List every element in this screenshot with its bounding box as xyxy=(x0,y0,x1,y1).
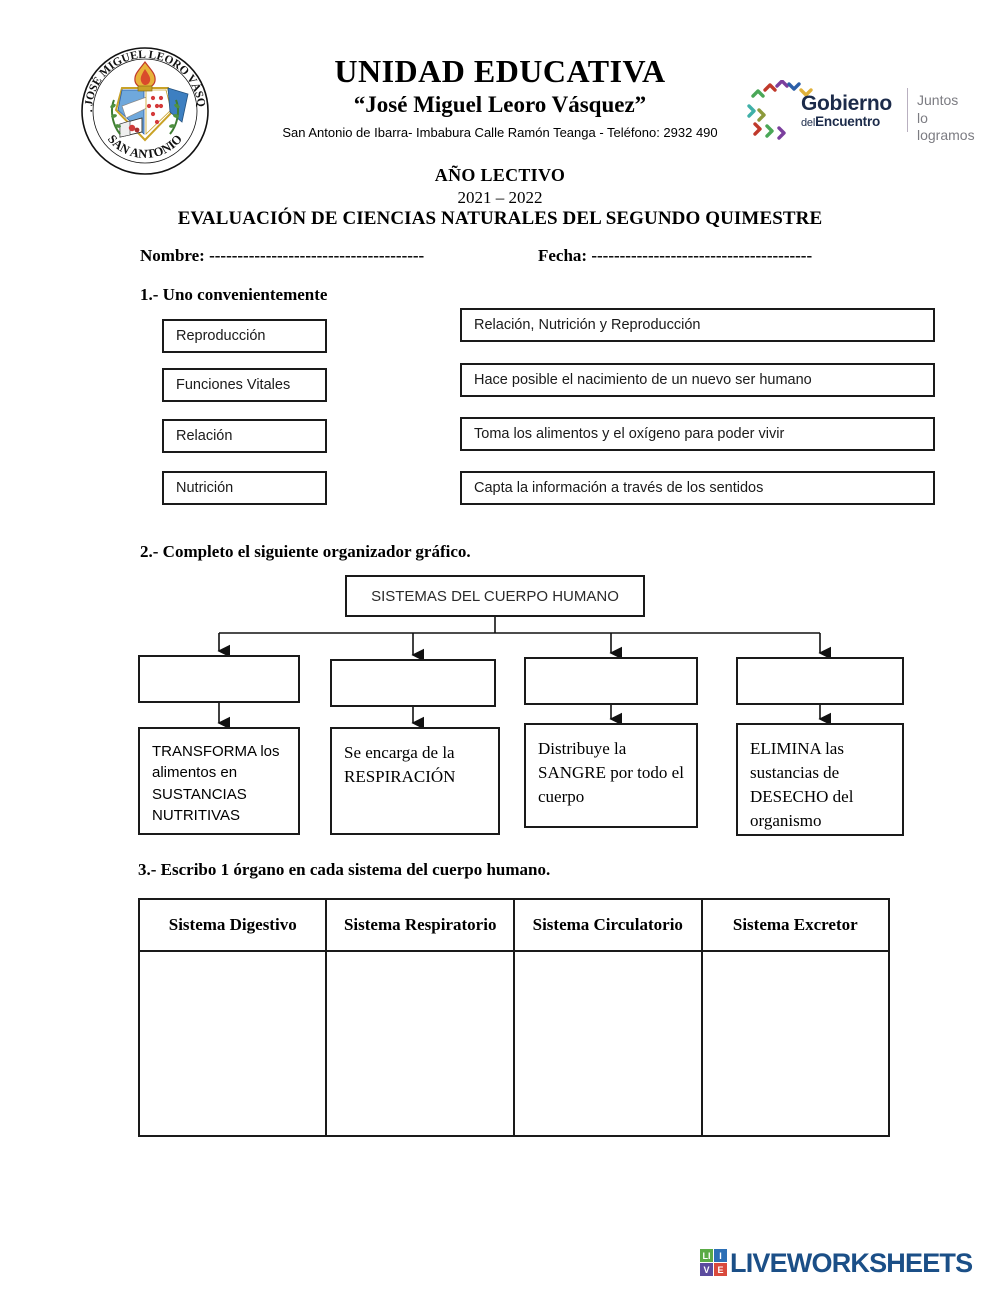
school-crest-logo: U.E. JOSÉ MIGUEL LEORO VÁSQUEZ SAN ANTON… xyxy=(70,36,220,186)
tile-v: V xyxy=(700,1263,713,1276)
tile-v-label: V xyxy=(703,1264,710,1275)
gobierno-chevrons-icon xyxy=(747,80,813,140)
tile-e: E xyxy=(714,1263,727,1276)
tile-l-label: LI xyxy=(702,1250,711,1261)
match-left-item[interactable]: Funciones Vitales xyxy=(162,368,327,402)
organizer-answer-box[interactable] xyxy=(736,657,904,705)
question-3-prompt: 3.- Escribo 1 órgano en cada sistema del… xyxy=(138,860,551,879)
table-answer-cell[interactable] xyxy=(325,950,515,1137)
liveworksheets-logo: LI I V E LIVEWORKSHEETS xyxy=(700,1247,990,1281)
match-right-item[interactable]: Hace posible el nacimiento de un nuevo s… xyxy=(460,363,935,397)
academic-year-value: 2021 – 2022 xyxy=(457,188,543,207)
academic-year-label: AÑO LECTIVO xyxy=(434,165,566,185)
liveworksheets-tiles-icon: LI I V E xyxy=(700,1249,728,1277)
organizer-description-box: Distribuye la SANGRE por todo el cuerpo xyxy=(524,723,698,828)
gobierno-divider xyxy=(907,88,908,132)
gobierno-del: del xyxy=(801,116,816,129)
table-column-header: Sistema Circulatorio xyxy=(513,898,703,952)
question-1-prompt: 1.- Uno convenientemente xyxy=(140,285,328,304)
table-answer-cell[interactable] xyxy=(137,950,328,1137)
question-2-prompt: 2.- Completo el siguiente organizador gr… xyxy=(140,542,471,561)
table-header-row: Sistema Digestivo Sistema Respiratorio S… xyxy=(137,898,891,952)
match-left-item[interactable]: Reproducción xyxy=(162,319,327,353)
tile-i-label: I xyxy=(719,1250,722,1261)
name-field[interactable]: Nombre: --------------------------------… xyxy=(140,246,425,265)
school-name-primary: UNIDAD EDUCATIVA xyxy=(334,53,666,89)
gobierno-wordmark: Gobierno delEncuentro xyxy=(801,92,892,129)
gobierno-word: Gobierno xyxy=(801,92,892,115)
tile-i: I xyxy=(714,1249,727,1262)
organizer-description-box: Se encarga de la RESPIRACIÓN xyxy=(330,727,500,835)
match-left-item[interactable]: Nutrición xyxy=(162,471,327,505)
graphic-organizer: SISTEMAS DEL CUERPO HUMANO TRANSFORMA lo… xyxy=(0,565,1000,865)
table-column-header: Sistema Respiratorio xyxy=(325,898,515,952)
organizer-description-box: TRANSFORMA los alimentos en SUSTANCIAS N… xyxy=(138,727,300,835)
school-name-secondary: “José Miguel Leoro Vásquez” xyxy=(353,91,647,117)
tile-e-label: E xyxy=(717,1264,724,1275)
organizer-answer-box[interactable] xyxy=(524,657,698,705)
gobierno-logo: Gobierno delEncuentro Juntos lo logramos xyxy=(745,80,985,145)
school-address: San Antonio de Ibarra- Imbabura Calle Ra… xyxy=(282,125,718,141)
gobierno-subword: delEncuentro xyxy=(801,115,892,129)
gobierno-tagline: Juntos lo logramos xyxy=(917,92,985,145)
gobierno-tagline-line2: lo logramos xyxy=(917,109,975,144)
table-row xyxy=(137,950,891,1137)
organizer-root-box: SISTEMAS DEL CUERPO HUMANO xyxy=(345,575,645,617)
tile-l: LI xyxy=(700,1249,713,1262)
table-column-header: Sistema Digestivo xyxy=(137,898,328,952)
gobierno-tagline-line1: Juntos xyxy=(917,92,959,108)
school-name-block: UNIDAD EDUCATIVA “José Miguel Leoro Vásq… xyxy=(250,54,750,142)
page-header: U.E. JOSÉ MIGUEL LEORO VÁSQUEZ SAN ANTON… xyxy=(0,18,1000,175)
organizer-answer-box[interactable] xyxy=(138,655,300,703)
match-left-item[interactable]: Relación xyxy=(162,419,327,453)
match-right-item[interactable]: Toma los alimentos y el oxígeno para pod… xyxy=(460,417,935,451)
liveworksheets-wordmark: LIVEWORKSHEETS xyxy=(730,1248,973,1278)
organizer-answer-box[interactable] xyxy=(330,659,496,707)
organs-table: Sistema Digestivo Sistema Respiratorio S… xyxy=(137,898,891,1137)
organizer-description-box: ELIMINA las sustancias de DESECHO del or… xyxy=(736,723,904,836)
gobierno-encuentro: Encuentro xyxy=(815,113,881,129)
match-right-item[interactable]: Relación, Nutrición y Reproducción xyxy=(460,308,935,342)
table-answer-cell[interactable] xyxy=(513,950,703,1137)
match-right-item[interactable]: Capta la información a través de los sen… xyxy=(460,471,935,505)
table-column-header: Sistema Excretor xyxy=(700,898,891,952)
date-field[interactable]: Fecha: ---------------------------------… xyxy=(538,246,813,265)
table-answer-cell[interactable] xyxy=(700,950,891,1137)
page-title: EVALUACIÓN DE CIENCIAS NATURALES DEL SEG… xyxy=(177,208,823,229)
